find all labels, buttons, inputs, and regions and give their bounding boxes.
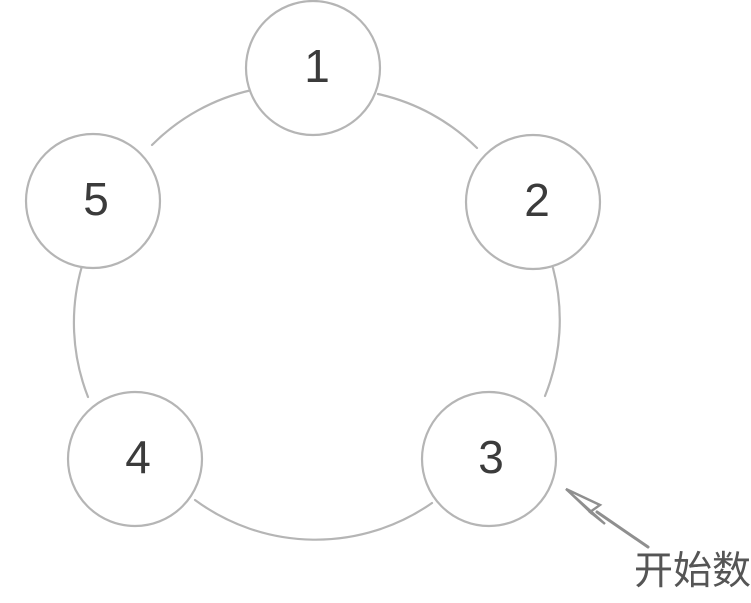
node-3[interactable]: 3	[420, 390, 558, 528]
node-4[interactable]: 4	[66, 390, 204, 528]
connection-arcs	[72, 88, 561, 541]
node-5[interactable]: 5	[24, 132, 162, 270]
node-3-label: 3	[478, 431, 504, 483]
node-1[interactable]: 1	[244, 0, 382, 137]
annotation-label: 开始数	[634, 549, 751, 594]
node-5-label: 5	[83, 173, 109, 225]
node-5-circle[interactable]	[24, 132, 162, 270]
node-1-label: 1	[304, 40, 330, 92]
arc-1-to-2	[376, 92, 479, 150]
node-1-circle[interactable]	[244, 0, 382, 137]
node-2-label: 2	[524, 174, 550, 226]
node-2[interactable]: 2	[464, 133, 602, 271]
arc-3-to-4	[193, 498, 434, 541]
node-2-circle[interactable]	[464, 133, 602, 271]
arc-4-to-5	[72, 264, 90, 399]
annotation-arrow	[565, 487, 650, 549]
node-4-label: 4	[125, 431, 151, 483]
arrow-head-crease	[565, 488, 593, 515]
arc-2-to-3	[543, 266, 561, 398]
arc-5-to-1	[150, 88, 254, 147]
node-3-circle[interactable]	[420, 390, 558, 528]
node-4-circle[interactable]	[66, 390, 204, 528]
arrow-shaft	[595, 510, 650, 549]
